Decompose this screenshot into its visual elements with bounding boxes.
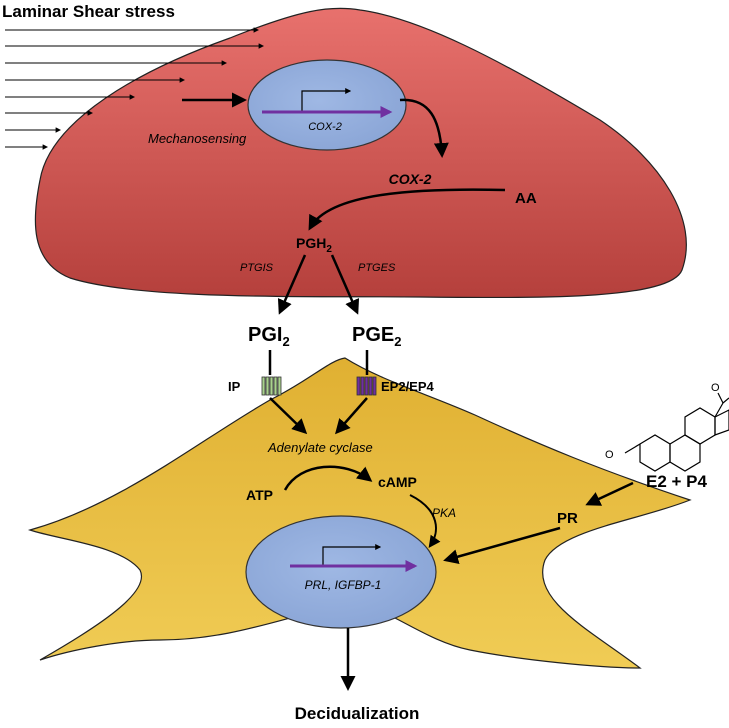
- ip-label: IP: [228, 379, 241, 394]
- mechanosensing-label: Mechanosensing: [148, 131, 247, 146]
- stromal-nucleus: [245, 515, 437, 629]
- decidualization-label: Decidualization: [295, 704, 420, 723]
- cox2-expression-arrow: [399, 98, 449, 158]
- pka-label: PKA: [432, 506, 456, 520]
- ep2-ep4-label: EP2/EP4: [381, 379, 435, 394]
- transcription-start-arrow-2: [322, 544, 382, 566]
- pgh2-to-pgi2-arrow: [277, 254, 307, 315]
- pr-to-nucleus-arrow: [443, 526, 561, 564]
- shear-stress-arrows: [5, 27, 265, 150]
- cox2-enzyme-label: COX-2: [389, 171, 432, 187]
- prl-igfbp1-label: PRL, IGFBP-1: [305, 578, 382, 592]
- pgi2-label: PGI2: [248, 324, 290, 349]
- camp-to-nucleus-arrow: [409, 494, 441, 548]
- pge2-label: PGE2: [352, 324, 401, 349]
- adenylate-cyclase-label: Adenylate cyclase: [267, 440, 373, 455]
- ptgis-label: PTGIS: [240, 262, 274, 274]
- steroid-structure-icon: [624, 392, 729, 472]
- aa-label: AA: [515, 190, 537, 207]
- transcription-start-arrow: [301, 88, 352, 112]
- endothelial-nucleus: [247, 59, 407, 151]
- camp-label: cAMP: [378, 474, 417, 490]
- aa-to-pgh2-arrow: [308, 188, 506, 231]
- ep2-ep4-receptor: [356, 376, 377, 396]
- hormones-to-pr-arrow: [585, 481, 634, 506]
- keto-o-left: O: [605, 449, 614, 461]
- ep-to-cyclase-arrow: [335, 397, 368, 435]
- ptges-label: PTGES: [358, 262, 396, 274]
- ip-receptor: [261, 376, 282, 396]
- stromal-cell: [27, 357, 692, 669]
- atp-to-camp-arrow: [283, 465, 373, 491]
- cox2-gene-label: COX-2: [308, 121, 342, 133]
- pr-label: PR: [557, 510, 578, 527]
- hormones-label: E2 + P4: [646, 472, 708, 491]
- title: Laminar Shear stress: [2, 2, 175, 21]
- ip-to-cyclase-arrow: [269, 397, 308, 435]
- pgh2-label: PGH2: [296, 235, 332, 255]
- endothelial-cell: [34, 7, 687, 299]
- atp-label: ATP: [246, 487, 273, 503]
- pgh2-to-pge2-arrow: [330, 254, 360, 315]
- keto-o-right: O: [711, 382, 720, 394]
